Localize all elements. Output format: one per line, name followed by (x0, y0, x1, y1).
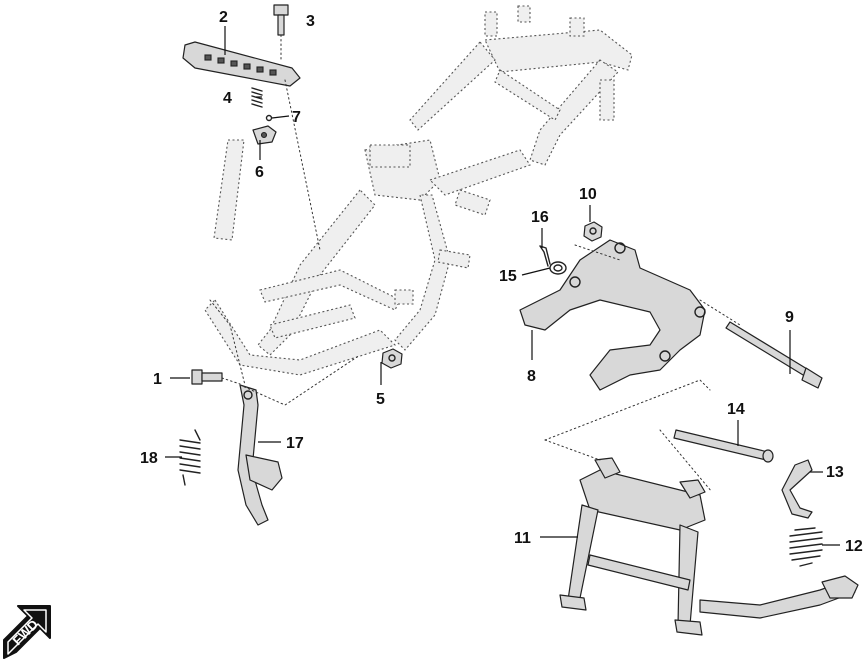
side-stand-part-17 (237, 384, 283, 526)
callout-16: 16 (531, 209, 549, 226)
callout-7: 7 (292, 109, 301, 126)
nut-part-5 (381, 348, 403, 369)
bolt-part-3 (273, 4, 289, 61)
callout-1: 1 (153, 371, 162, 388)
washer-part-15 (549, 261, 567, 275)
callout-3: 3 (306, 13, 315, 30)
cotter-pin-part-16 (539, 245, 551, 267)
callout-11: 11 (514, 530, 531, 547)
bolt-part-1 (191, 369, 241, 385)
callout-9: 9 (785, 309, 794, 326)
leader-lines (165, 26, 840, 546)
callout-14: 14 (727, 401, 745, 418)
callout-6: 6 (255, 164, 264, 181)
spring-part-12 (789, 527, 823, 567)
callout-5: 5 (376, 391, 385, 408)
alignment-lines (209, 79, 741, 493)
footrest-part-2 (182, 41, 301, 87)
stand-bracket-part-8 (519, 239, 706, 391)
callout-18: 18 (140, 450, 158, 467)
shaft-part-14 (673, 429, 774, 463)
callout-10: 10 (579, 186, 597, 203)
callout-17: 17 (286, 435, 304, 452)
callout-numbers: 1 2 3 4 5 6 7 8 9 10 11 12 13 14 15 16 1… (140, 9, 863, 555)
callout-12: 12 (845, 538, 863, 555)
ball-part-7 (265, 114, 273, 122)
clip-part-13 (781, 459, 813, 519)
fwd-direction-badge: FWD (3, 605, 51, 659)
long-bolt-part-9 (725, 321, 823, 389)
callout-4: 4 (223, 90, 232, 107)
spring-part-18 (179, 429, 201, 486)
plate-part-6 (252, 125, 277, 145)
callout-8: 8 (527, 368, 536, 385)
callout-15: 15 (499, 268, 517, 285)
main-stand-part-11 (559, 457, 859, 636)
callout-2: 2 (219, 9, 228, 26)
callout-13: 13 (826, 464, 844, 481)
nut-part-10 (583, 221, 603, 242)
frame-assembly (204, 5, 633, 376)
